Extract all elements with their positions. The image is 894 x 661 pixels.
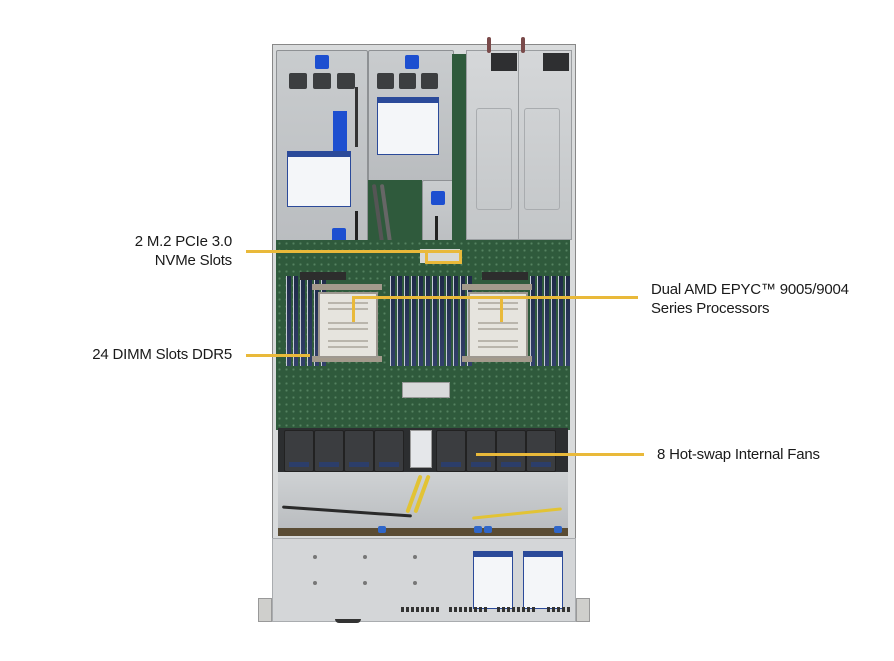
cable-tray <box>278 472 568 536</box>
fan-3 <box>344 430 374 472</box>
riser-instruction-sticker <box>377 97 439 155</box>
dimm-bank-4 <box>530 276 570 366</box>
dimm-slot <box>307 276 312 366</box>
riser-instruction-sticker <box>287 151 351 207</box>
riser-middle <box>368 50 454 182</box>
dimm-bank-2 <box>390 276 430 366</box>
cpu-leader-line <box>352 296 638 299</box>
dimm-slot <box>537 276 542 366</box>
dimm-slot <box>411 276 416 366</box>
dimm-slot <box>432 276 437 366</box>
dimm-callout-line1: 24 DIMM Slots DDR5 <box>92 346 232 363</box>
fans-leader-line <box>476 453 644 456</box>
dimm-slot <box>530 276 535 366</box>
fan-6 <box>466 430 496 472</box>
dimm-callout: 24 DIMM Slots DDR5 <box>60 345 232 364</box>
cpu-callout-line2: Series Processors <box>651 300 770 317</box>
riser-left <box>276 50 368 257</box>
fans-callout-line1: 8 Hot-swap Internal Fans <box>657 446 820 463</box>
rack-ear-right <box>576 598 590 622</box>
dimm-slot <box>390 276 395 366</box>
fan-4 <box>374 430 404 472</box>
m2-callout: 2 M.2 PCIe 3.0 NVMe Slots <box>80 232 232 270</box>
service-label-2 <box>523 551 563 609</box>
riser-pull-tag-icon <box>315 55 329 69</box>
service-label-1 <box>473 551 513 609</box>
dimm-slot <box>551 276 556 366</box>
fan-1 <box>284 430 314 472</box>
power-supply-2 <box>518 37 572 240</box>
cpu-callout: Dual AMD EPYC™ 9005/9004 Series Processo… <box>651 280 849 318</box>
m2-callout-line2: NVMe Slots <box>154 252 232 269</box>
dimm-leader-line <box>246 354 310 357</box>
dimm-slot <box>565 276 570 366</box>
dimm-slot <box>439 276 444 366</box>
dimm-slot <box>418 276 423 366</box>
power-distribution-board <box>410 430 432 468</box>
m2-callout-line1: 2 M.2 PCIe 3.0 <box>134 233 232 250</box>
dimm-slot <box>460 276 465 366</box>
dimm-slot <box>544 276 549 366</box>
server-chassis <box>258 37 590 624</box>
dimm-slot <box>425 276 430 366</box>
rack-ear-left <box>258 598 272 622</box>
cpu-1-heatsink <box>318 292 378 358</box>
dimm-slot <box>293 276 298 366</box>
cpu-callout-line1: Dual AMD EPYC™ 9005/9004 <box>651 281 849 298</box>
dimm-slot <box>300 276 305 366</box>
cpu-2-heatsink <box>468 292 528 358</box>
fan-2 <box>314 430 344 472</box>
dimm-slot <box>397 276 402 366</box>
front-panel <box>272 538 576 623</box>
dimm-slot <box>314 276 319 366</box>
dimm-slot <box>404 276 409 366</box>
dimm-slot <box>446 276 451 366</box>
fans-callout: 8 Hot-swap Internal Fans <box>657 445 820 464</box>
fan-8 <box>526 430 556 472</box>
fan-7 <box>496 430 526 472</box>
dimm-slot <box>453 276 458 366</box>
dimm-slot <box>286 276 291 366</box>
m2-leader-line <box>246 250 462 253</box>
fan-5 <box>436 430 466 472</box>
dimm-slot <box>558 276 563 366</box>
